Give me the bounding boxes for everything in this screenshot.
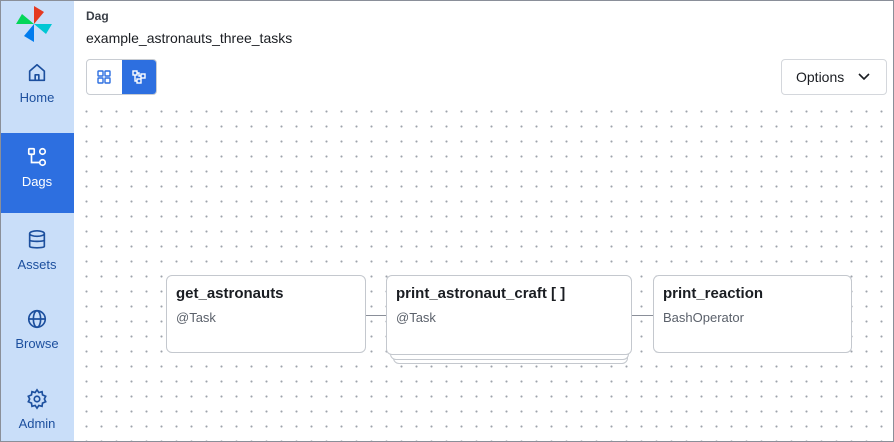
database-icon bbox=[28, 230, 46, 249]
home-icon bbox=[28, 63, 46, 82]
sidebar-item-admin[interactable]: Admin bbox=[0, 388, 74, 440]
task-node-print-astronaut-craft[interactable]: print_astronaut_craft [ ] @Task bbox=[386, 275, 632, 355]
graph-icon bbox=[132, 70, 146, 84]
sidebar: Home Dags Assets Browse Admin bbox=[0, 0, 74, 442]
sidebar-item-browse[interactable]: Browse bbox=[0, 308, 74, 370]
sidebar-item-label: Browse bbox=[15, 336, 59, 351]
airflow-logo[interactable] bbox=[14, 4, 54, 44]
sidebar-item-label: Assets bbox=[17, 257, 57, 272]
main-content: Dag example_astronauts_three_tasks Optio… bbox=[75, 0, 894, 442]
options-label: Options bbox=[796, 69, 845, 85]
dags-icon bbox=[27, 147, 47, 167]
grid-icon bbox=[97, 70, 111, 84]
sidebar-item-label: Home bbox=[19, 90, 55, 105]
task-name: print_reaction bbox=[663, 285, 764, 302]
edge-get-to-print-craft bbox=[365, 315, 387, 316]
graph-view-button[interactable] bbox=[121, 60, 156, 94]
sidebar-item-dags[interactable]: Dags bbox=[0, 133, 74, 213]
task-node-print-reaction[interactable]: print_reaction BashOperator bbox=[653, 275, 852, 353]
chevron-down-icon bbox=[858, 73, 870, 81]
sidebar-item-label: Admin bbox=[18, 416, 56, 431]
globe-icon bbox=[27, 309, 47, 329]
task-operator: @Task bbox=[176, 310, 216, 325]
task-name: print_astronaut_craft [ ] bbox=[396, 285, 566, 302]
task-name: get_astronauts bbox=[176, 285, 284, 302]
view-toggle bbox=[86, 59, 157, 95]
grid-view-button[interactable] bbox=[87, 60, 122, 94]
dag-label: Dag bbox=[86, 9, 109, 23]
gear-icon bbox=[27, 388, 47, 410]
task-operator: @Task bbox=[396, 310, 436, 325]
page-title: example_astronauts_three_tasks bbox=[86, 30, 293, 46]
sidebar-item-label: Dags bbox=[21, 174, 53, 189]
edge-print-craft-to-reaction bbox=[632, 315, 654, 316]
options-button[interactable]: Options bbox=[781, 59, 887, 95]
task-operator: BashOperator bbox=[663, 310, 744, 325]
graph-canvas[interactable]: get_astronauts @Task print_astronaut_cra… bbox=[75, 102, 894, 442]
task-node-get-astronauts[interactable]: get_astronauts @Task bbox=[166, 275, 366, 353]
sidebar-item-home[interactable]: Home bbox=[0, 62, 74, 132]
sidebar-item-assets[interactable]: Assets bbox=[0, 229, 74, 289]
